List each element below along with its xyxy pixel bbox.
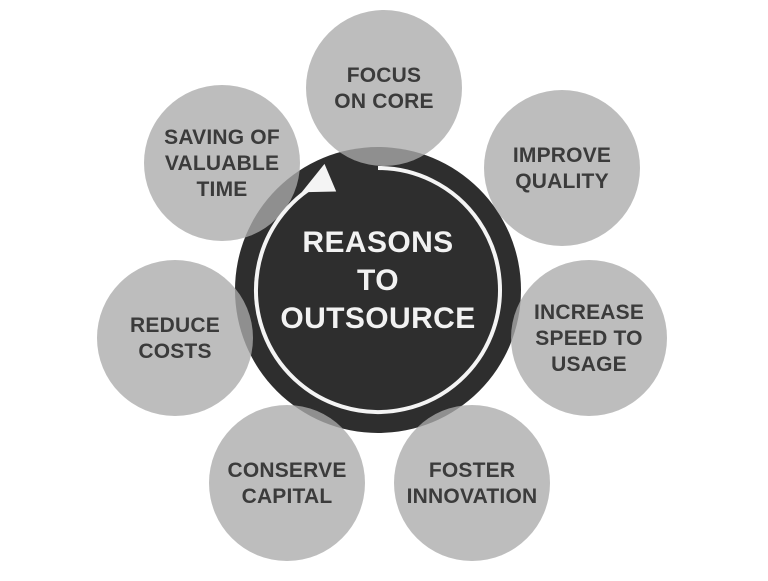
- petal-label-improve-quality: IMPROVE QUALITY: [513, 144, 611, 193]
- petal-label-line: QUALITY: [515, 170, 609, 193]
- petal-circle-conserve-capital[interactable]: [209, 405, 365, 561]
- petal-label-line: COSTS: [138, 340, 211, 363]
- petal-label-line: FOSTER: [429, 459, 515, 482]
- hub-label: REASONS TO OUTSOURCE: [280, 226, 475, 335]
- hub-circle: [235, 147, 521, 433]
- petal-label-line: TIME: [197, 178, 248, 201]
- petal-label-focus-on-core: FOCUS ON CORE: [334, 64, 433, 113]
- cycle-arrow-arc: [254, 166, 502, 414]
- petal-label-line: CONSERVE: [227, 459, 346, 482]
- petal-label-group: FOCUS ON CORE IMPROVE QUALITY INCREASE SPEED …: [130, 64, 644, 508]
- petal-label-conserve-capital: CONSERVE CAPITAL: [227, 459, 346, 508]
- petal-label-line: IMPROVE: [513, 144, 611, 167]
- petal-circle-increase-speed-to-usage[interactable]: [511, 260, 667, 416]
- petal-circle-focus-on-core[interactable]: [306, 10, 462, 166]
- petal-label-foster-innovation: FOSTER INNOVATION: [407, 459, 538, 508]
- petal-label-line: REDUCE: [130, 314, 220, 337]
- petal-label-line: FOCUS: [347, 64, 422, 87]
- hub-label-line-3: OUTSOURCE: [280, 302, 475, 335]
- petal-label-line: SAVING OF: [164, 126, 280, 149]
- petal-label-line: INCREASE: [534, 301, 644, 324]
- petal-label-reduce-costs: REDUCE COSTS: [130, 314, 220, 363]
- petal-label-line: VALUABLE: [165, 152, 279, 175]
- petal-circle-group: [97, 10, 667, 561]
- petal-label-line: SPEED TO: [535, 327, 642, 350]
- petal-label-saving-of-valuable-time: SAVING OF VALUABLE TIME: [164, 126, 280, 201]
- petal-label-line: ON CORE: [334, 90, 433, 113]
- petal-circle-saving-of-valuable-time[interactable]: [144, 85, 300, 241]
- petal-circle-foster-innovation[interactable]: [394, 405, 550, 561]
- cycle-arrow-head: [301, 163, 337, 193]
- petal-label-line: INNOVATION: [407, 485, 538, 508]
- hub-label-line-1: REASONS: [302, 226, 453, 259]
- petal-label-line: CAPITAL: [242, 485, 333, 508]
- petal-label-line: USAGE: [551, 353, 627, 376]
- petal-circle-improve-quality[interactable]: [484, 90, 640, 246]
- hub-label-line-2: TO: [357, 264, 399, 297]
- petal-label-increase-speed-to-usage: INCREASE SPEED TO USAGE: [534, 301, 644, 376]
- petal-circle-reduce-costs[interactable]: [97, 260, 253, 416]
